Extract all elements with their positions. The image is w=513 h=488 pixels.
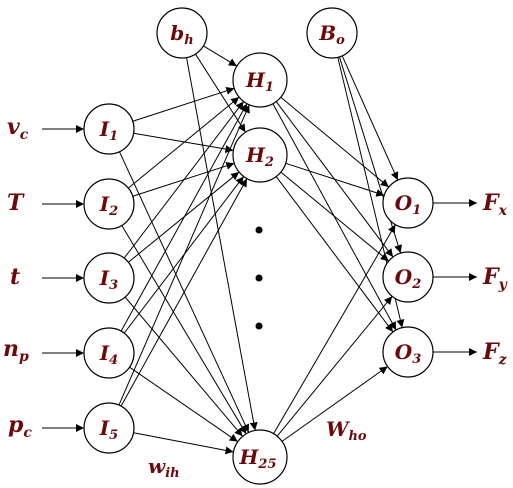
weight-label-ho: Who xyxy=(326,417,367,444)
edge-input-3-to-hidden-1 xyxy=(123,101,245,259)
edge-hidden-3-to-output-2 xyxy=(276,295,393,437)
edge-input-4-to-hidden-1 xyxy=(120,103,248,332)
input-node-4: I4 xyxy=(83,327,135,379)
edge-output-bias-to-output-1 xyxy=(341,55,399,181)
svg-text:H1: H1 xyxy=(245,68,274,95)
svg-text:O1: O1 xyxy=(395,191,421,218)
edge-hidden-1-to-output-1 xyxy=(280,96,390,188)
output-label-Fz: Fz xyxy=(482,339,508,368)
input-node-2: I2 xyxy=(83,178,135,230)
edge-hidden-3-to-output-1 xyxy=(273,224,396,434)
edge-hidden-bias-to-hidden-1 xyxy=(203,45,238,67)
input-label-np: np xyxy=(3,336,29,365)
output-label-Fy: Fy xyxy=(482,264,508,293)
svg-text:I1: I1 xyxy=(99,117,118,144)
edge-hidden-bias-to-hidden-2 xyxy=(195,53,246,133)
input-node-1: I1 xyxy=(83,103,135,155)
edge-hidden-3-to-output-3 xyxy=(281,366,388,442)
output-node-3: O3 xyxy=(382,326,434,378)
hidden-bias-node: bh xyxy=(156,7,208,59)
edge-input-1-to-hidden-1 xyxy=(132,86,235,122)
svg-text:H25: H25 xyxy=(239,445,277,472)
svg-text:Bo: Bo xyxy=(318,21,345,48)
svg-text:I3: I3 xyxy=(99,266,118,293)
output-node-1: O1 xyxy=(382,177,434,229)
svg-text:O2: O2 xyxy=(395,265,421,292)
svg-text:O3: O3 xyxy=(395,340,421,367)
edge-output-bias-to-output-2 xyxy=(338,56,403,254)
input-label-pc: pc xyxy=(8,412,32,441)
edge-hidden-2-to-output-2 xyxy=(280,171,390,262)
connection-edges xyxy=(42,45,477,455)
ellipsis-dots xyxy=(255,226,263,330)
edge-input-2-to-hidden-3 xyxy=(121,225,247,435)
output-label-Fx: Fx xyxy=(482,190,508,219)
edge-input-1-to-hidden-2 xyxy=(133,132,234,154)
svg-text:H2: H2 xyxy=(245,143,274,170)
edge-hidden-2-to-output-1 xyxy=(285,162,385,197)
hidden-node-2: H2 xyxy=(232,127,288,183)
edge-hidden-bias-to-hidden-3 xyxy=(186,57,258,431)
edge-hidden-2-to-output-3 xyxy=(275,176,394,333)
edge-input-2-to-hidden-1 xyxy=(128,96,240,189)
edge-input-4-to-hidden-3 xyxy=(129,366,239,443)
hidden-node-1: H1 xyxy=(232,52,288,108)
svg-text:I4: I4 xyxy=(99,341,118,368)
edge-input-3-to-hidden-3 xyxy=(124,296,243,437)
input-label-T: T xyxy=(7,190,25,216)
input-node-3: I3 xyxy=(83,252,135,304)
output-bias-node: Bo xyxy=(306,7,358,59)
svg-text:I5: I5 xyxy=(99,416,118,443)
edge-input-5-to-hidden-2 xyxy=(120,178,248,407)
output-node-2: O2 xyxy=(382,251,434,303)
weight-label-ih: wih xyxy=(148,454,180,481)
svg-text:bh: bh xyxy=(170,21,193,48)
edge-input-5-to-hidden-1 xyxy=(118,104,250,406)
input-label-vc: vc xyxy=(7,114,29,143)
ellipsis-dot xyxy=(255,322,263,330)
ellipsis-dot xyxy=(255,226,263,234)
svg-text:I2: I2 xyxy=(99,192,118,219)
input-node-5: I5 xyxy=(83,402,135,454)
hidden-node-25: H25 xyxy=(232,429,288,485)
ellipsis-dot xyxy=(255,274,263,282)
input-label-t: t xyxy=(10,264,20,290)
edge-input-5-to-hidden-3 xyxy=(133,432,234,455)
